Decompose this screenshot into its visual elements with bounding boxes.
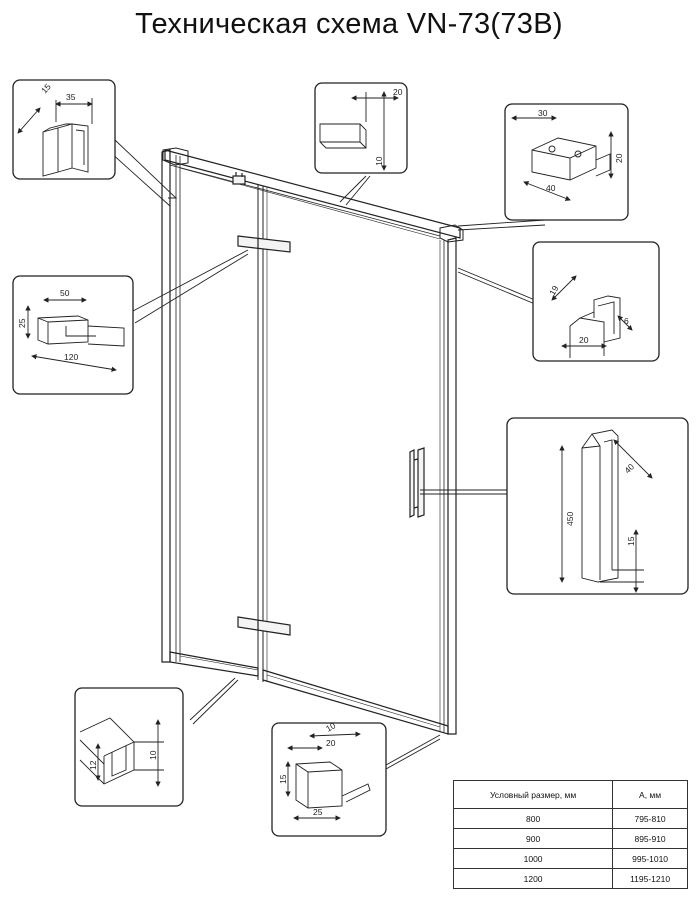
cell-a: 1195-1210: [612, 868, 688, 889]
dim-bracket-top: 30: [538, 108, 548, 118]
dim-bracket-height: 20: [614, 153, 624, 163]
dim-wall-side: 6: [624, 316, 629, 326]
dim-wall-depth: 19: [547, 284, 561, 297]
table-row: 900 895-910: [452, 828, 688, 849]
dim-hinge-length: 120: [64, 352, 78, 362]
dim-wall-width: 20: [579, 335, 589, 345]
col-header-a: А, мм: [612, 780, 688, 809]
callout-hinge: 50 25 120: [12, 275, 134, 395]
table-header-row: Условный размер, мм А, мм: [452, 780, 688, 809]
size-table: Условный размер, мм А, мм 800 795-810 90…: [452, 780, 688, 889]
cell-a: 795-810: [612, 808, 688, 829]
cell-a: 995-1010: [612, 848, 688, 869]
shower-door-frame: [161, 147, 464, 735]
cell-size: 800: [452, 808, 614, 829]
dim-hinge-width: 50: [60, 288, 70, 298]
dim-bbracket-depth: 10: [324, 720, 337, 734]
table-row: 1000 995-1010: [452, 848, 688, 869]
cell-size: 1200: [452, 868, 614, 889]
callout-handle: 450 40 15: [506, 417, 689, 595]
col-header-size: Условный размер, мм: [452, 780, 614, 809]
dim-top-width: 20: [393, 87, 403, 97]
dim-top-height: 10: [374, 156, 384, 166]
leader-lines: [109, 139, 546, 770]
callout-corner-bracket: 30 20 40: [504, 103, 629, 221]
cell-a: 895-910: [612, 828, 688, 849]
dim-side-width: 35: [66, 92, 76, 102]
dim-handle-length: 450: [565, 512, 575, 526]
callout-side-profile: 35 15: [12, 79, 116, 180]
callout-wall-profile: 19 20 6: [532, 241, 660, 362]
cell-size: 1000: [452, 848, 614, 869]
dim-bbracket-width: 25: [313, 807, 323, 817]
dim-hinge-height: 25: [17, 318, 27, 328]
dim-bbracket-top: 20: [326, 738, 336, 748]
dim-bottom-height-left: 12: [88, 760, 98, 770]
callout-bottom-bracket: 10 20 15 25: [271, 720, 387, 837]
dim-bracket-length: 40: [546, 183, 556, 193]
table-row: 800 795-810: [452, 808, 688, 829]
page-title: Техническая схема VN-73(73B): [135, 8, 563, 40]
cell-size: 900: [452, 828, 614, 849]
dim-bbracket-height: 15: [278, 774, 288, 784]
table-row: 1200 1195-1210: [452, 868, 688, 889]
callout-top-profile: 20 10: [314, 82, 408, 174]
dim-handle-offset: 15: [626, 536, 636, 546]
dim-bottom-height-right: 10: [148, 750, 158, 760]
callout-bottom-profile: 12 10: [74, 687, 184, 807]
